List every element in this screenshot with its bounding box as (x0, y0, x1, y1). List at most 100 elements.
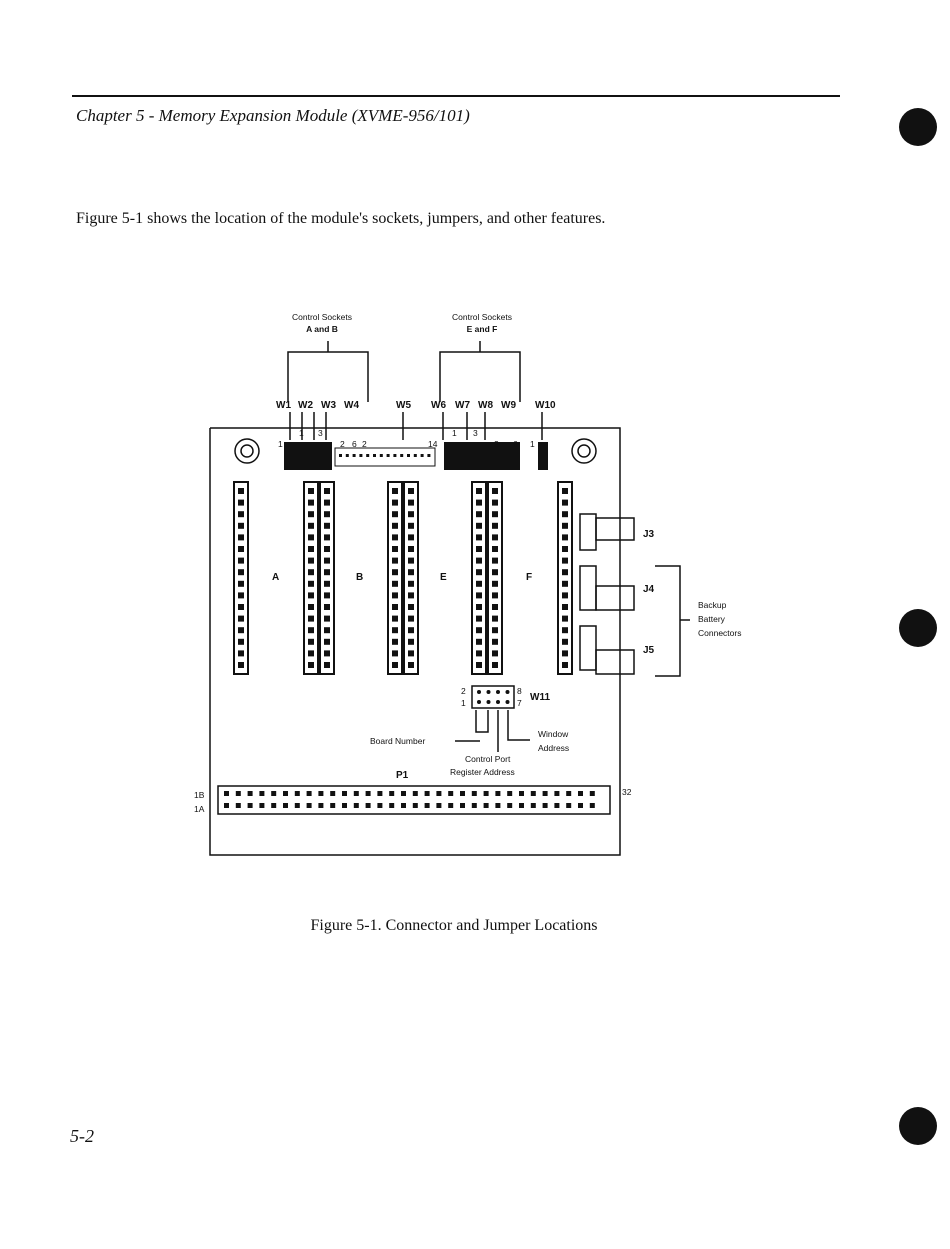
socket-pin (392, 615, 398, 622)
p1-pin (365, 803, 371, 808)
p1-pin (235, 803, 241, 808)
socket-pin (492, 615, 498, 622)
socket-pin (492, 592, 498, 599)
group-label-ab-1: Control Sockets (292, 312, 352, 322)
socket-pin (238, 511, 244, 518)
socket-pin (476, 638, 482, 645)
socket-pin (392, 580, 398, 587)
j4-connector (579, 565, 597, 611)
socket-pin (308, 638, 314, 645)
binder-hole-bottom (899, 1107, 937, 1145)
p1-pin (389, 803, 395, 808)
p1-row-1a: 1A (194, 804, 205, 814)
socket-pin (392, 604, 398, 610)
socket-pin (238, 569, 244, 576)
label-w10: W10 (535, 400, 556, 411)
group-label-ab-2: A and B (306, 324, 338, 334)
p1-pin (554, 803, 560, 808)
label-w1: W1 (276, 400, 291, 411)
label-w4: W4 (344, 400, 359, 411)
p1-pin (377, 791, 383, 796)
p1-pin (318, 791, 324, 796)
jumper-block-w6-w9 (444, 442, 520, 470)
socket-pin (476, 615, 482, 622)
group-label-ef-1: Control Sockets (452, 312, 512, 322)
socket-pin (324, 604, 330, 610)
pin-6: 6 (352, 439, 357, 449)
mounting-hole-right (571, 438, 597, 464)
socket-e-strip-2 (403, 481, 419, 675)
page-number: 5-2 (70, 1126, 94, 1146)
socket-pin (408, 638, 414, 645)
w11-pin (505, 700, 510, 704)
p1-pin (578, 803, 583, 808)
socket-pin (392, 511, 398, 518)
p1-pin (483, 803, 489, 808)
socket-pin (562, 499, 568, 506)
pin-14: 14 (428, 439, 438, 449)
socket-pin (476, 534, 482, 541)
socket-pin (562, 488, 568, 494)
socket-pin (308, 592, 314, 599)
socket-pin (238, 627, 244, 634)
socket-pin (392, 499, 398, 506)
binder-hole-middle (899, 609, 937, 647)
socket-pin (562, 534, 568, 541)
label-window-2: Address (538, 743, 569, 753)
p1-pin (495, 803, 501, 808)
p1-pin (271, 803, 277, 808)
p1-pin (483, 791, 489, 796)
socket-pin (238, 522, 244, 529)
label-w3: W3 (321, 400, 336, 411)
label-j5: J5 (643, 645, 655, 656)
socket-pin (476, 557, 482, 564)
socket-label-e: E (440, 572, 447, 583)
socket-pin (324, 511, 330, 518)
socket-pin (308, 546, 314, 552)
w5-pin (379, 454, 383, 457)
p1-pin (424, 791, 430, 796)
socket-pin (324, 615, 330, 622)
label-j4: J4 (643, 584, 655, 595)
binder-hole-top (899, 108, 937, 146)
pin-3: 3 (318, 428, 323, 438)
socket-pin (408, 511, 414, 518)
bracket-ab (287, 351, 369, 402)
socket-pin (492, 580, 498, 587)
socket-pin (238, 580, 244, 587)
header-rule (72, 95, 840, 97)
socket-pin (308, 604, 314, 610)
socket-pin (562, 546, 568, 552)
p1-pin (519, 803, 524, 808)
socket-pin (492, 662, 498, 668)
socket-pin (562, 511, 568, 518)
p1-pin (389, 791, 395, 796)
p1-pin (542, 803, 548, 808)
socket-pin (492, 650, 498, 657)
socket-pin (324, 592, 330, 599)
p1-pin (224, 791, 229, 796)
pin-2: 2 (340, 439, 345, 449)
p1-pin (471, 803, 477, 808)
chapter-header: Chapter 5 - Memory Expansion Module (XVM… (76, 106, 470, 125)
w11-pin-8: 8 (517, 686, 522, 696)
p1-pin (401, 791, 406, 796)
socket-pin (492, 546, 498, 552)
socket-pin (562, 638, 568, 645)
p1-pin (283, 791, 288, 796)
w5-pin (366, 454, 370, 457)
socket-pin (476, 499, 482, 506)
socket-pin (408, 557, 414, 564)
j5-connector (579, 625, 597, 671)
p1-pin (353, 803, 359, 808)
p1-pin (471, 791, 477, 796)
p1-pin (330, 803, 336, 808)
pin-1-top: 1 (299, 428, 304, 438)
socket-pin (392, 650, 398, 657)
socket-pin (324, 580, 330, 587)
socket-b-strip-1 (303, 481, 319, 675)
p1-pin (247, 803, 253, 808)
label-window-1: Window (538, 729, 569, 739)
w11-pin (505, 690, 510, 694)
